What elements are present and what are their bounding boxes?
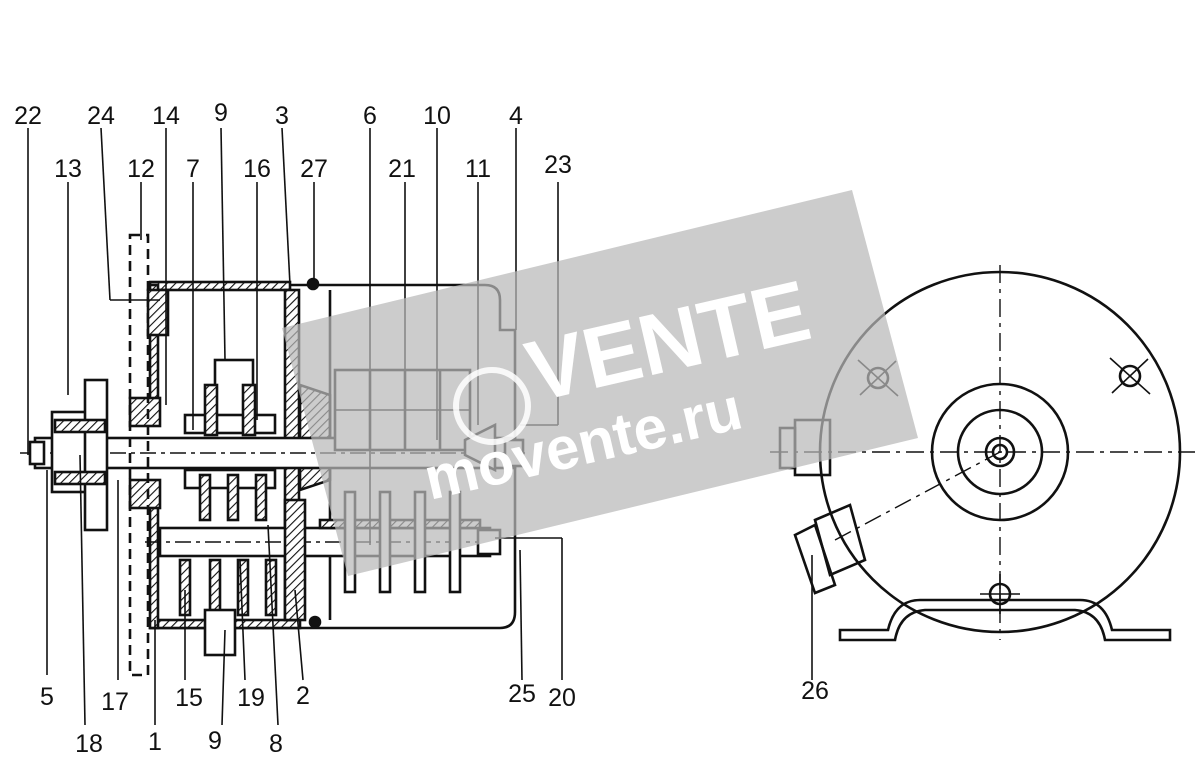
callout-17: 17 [101, 688, 129, 716]
callout-15: 15 [175, 684, 203, 712]
bolt-hole-right [1109, 357, 1151, 395]
callout-labels: 22 24 14 9 3 6 10 4 13 12 7 16 27 21 11 … [14, 99, 829, 758]
callout-12: 12 [127, 155, 155, 183]
callout-3: 3 [275, 102, 289, 130]
watermark-logo-circle [453, 367, 531, 445]
callout-16: 16 [243, 155, 271, 183]
callout-13: 13 [54, 155, 82, 183]
callout-23: 23 [544, 151, 572, 179]
cable-gland-angled [793, 503, 867, 595]
callout-21: 21 [388, 155, 416, 183]
callout-7: 7 [186, 155, 200, 183]
callout-5: 5 [40, 683, 54, 711]
callout-4: 4 [509, 102, 523, 130]
callout-24: 24 [87, 102, 115, 130]
callout-26: 26 [801, 677, 829, 705]
callout-10: 10 [423, 102, 451, 130]
callout-19: 19 [237, 684, 265, 712]
callout-27: 27 [300, 155, 328, 183]
callout-14: 14 [152, 102, 180, 130]
mounting-foot [838, 598, 1172, 642]
callout-1: 1 [148, 728, 162, 756]
lower-gears [178, 498, 307, 657]
callout-11: 11 [465, 155, 491, 183]
watermark: VENTE movente.ru [282, 190, 918, 576]
callout-2: 2 [296, 682, 310, 710]
callout-20: 20 [548, 684, 576, 712]
callout-18: 18 [75, 730, 103, 758]
callout-8: 8 [269, 730, 283, 758]
callout-25: 25 [508, 680, 536, 708]
callout-6: 6 [363, 102, 377, 130]
callout-22: 22 [14, 102, 42, 130]
drive-flange [50, 378, 162, 532]
upper-gears [183, 358, 277, 522]
callout-9-top: 9 [214, 99, 228, 127]
dashed-cover [128, 233, 170, 677]
bolt-hole-bottom [980, 574, 1020, 614]
watermark-band [282, 190, 918, 576]
callout-9-bottom: 9 [208, 727, 222, 755]
